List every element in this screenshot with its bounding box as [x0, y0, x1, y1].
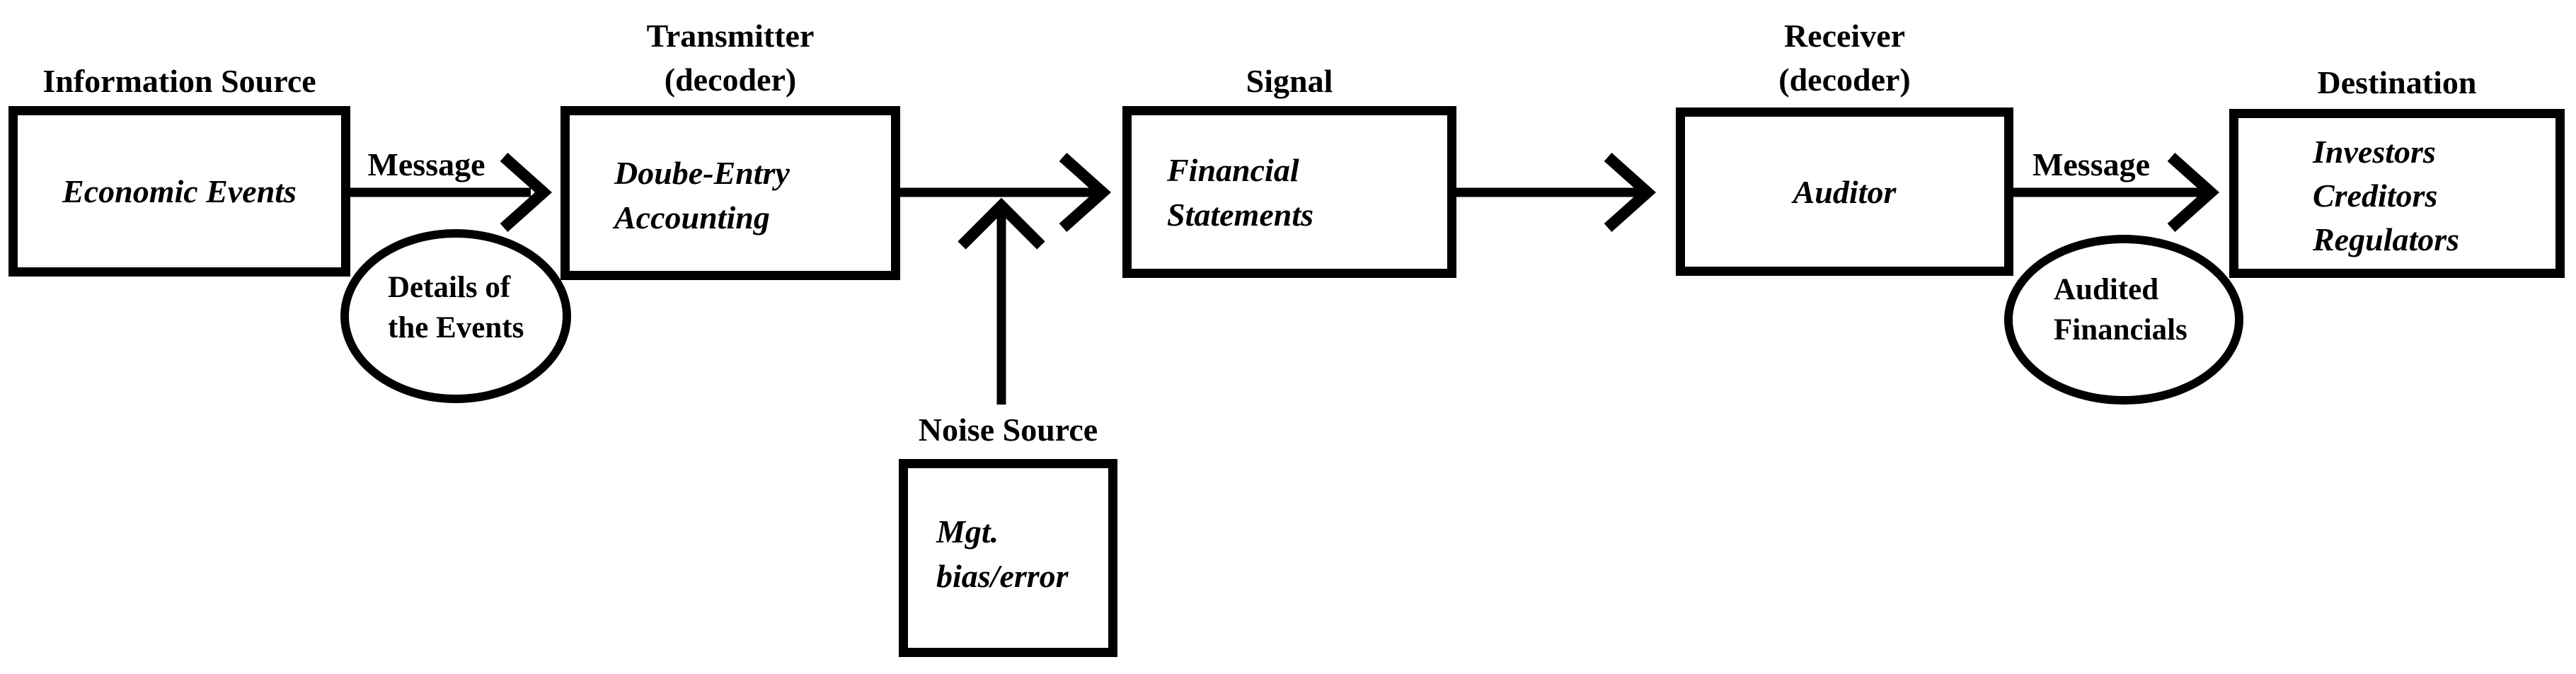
audited-financials-ellipse: Audited Financials [2004, 235, 2243, 405]
signal-heading: Signal [1246, 63, 1333, 99]
message-label-left: Message [367, 146, 485, 182]
transmitter-box: Doube-Entry Accounting [560, 106, 900, 280]
signal-content-line: Statements [1167, 196, 1314, 233]
information-source-heading: Information Source [42, 63, 316, 99]
transmitter-content-line: Doube-Entry [614, 155, 790, 191]
transmitter-to-signal-arrow-head [1059, 153, 1112, 232]
destination-content-line: Creditors [2313, 177, 2438, 214]
noise-source-content-line: bias/error [936, 558, 1069, 594]
message-label-right: Message [2032, 146, 2151, 182]
destination-box: Investors Creditors Regulators [2229, 109, 2565, 278]
transmitter-content-line: Accounting [614, 199, 770, 236]
signal-box: Financial Statements [1122, 106, 1456, 278]
noise-source-content-line: Mgt. [936, 513, 999, 550]
destination-content-line: Investors [2313, 133, 2436, 170]
receiver-to-destination-arrow-head [2167, 153, 2220, 232]
destination-heading: Destination [2317, 64, 2477, 100]
receiver-box: Auditor [1676, 108, 2013, 276]
transmitter-heading-line1: Transmitter [646, 18, 815, 54]
information-source-content: Economic Events [62, 173, 297, 209]
transmitter-heading: Transmitter (decoder) [560, 14, 900, 102]
audited-ellipse-line: Financials [2054, 313, 2187, 347]
destination-content-line: Regulators [2313, 221, 2460, 257]
signal-content-line: Financial [1167, 151, 1299, 188]
noise-arrow-head [958, 197, 1045, 250]
details-ellipse-line: Details of [388, 271, 511, 304]
noise-source-box: Mgt. bias/error [899, 459, 1117, 657]
receiver-heading-line1: Receiver [1783, 18, 1906, 54]
details-ellipse-line: the Events [388, 311, 524, 344]
signal-to-receiver-arrow-head [1604, 153, 1657, 232]
information-source-box: Economic Events [8, 106, 350, 277]
details-of-events-ellipse: Details of the Events [340, 229, 571, 403]
receiver-heading: Receiver (decoder) [1676, 14, 2013, 102]
audited-ellipse-line: Audited [2054, 273, 2159, 306]
noise-source-heading: Noise Source [918, 412, 1098, 448]
receiver-heading-line2: (decoder) [1778, 62, 1911, 98]
source-to-transmitter-arrow-head [500, 153, 553, 232]
receiver-content: Auditor [1793, 173, 1897, 210]
transmitter-heading-line2: (decoder) [664, 62, 797, 98]
